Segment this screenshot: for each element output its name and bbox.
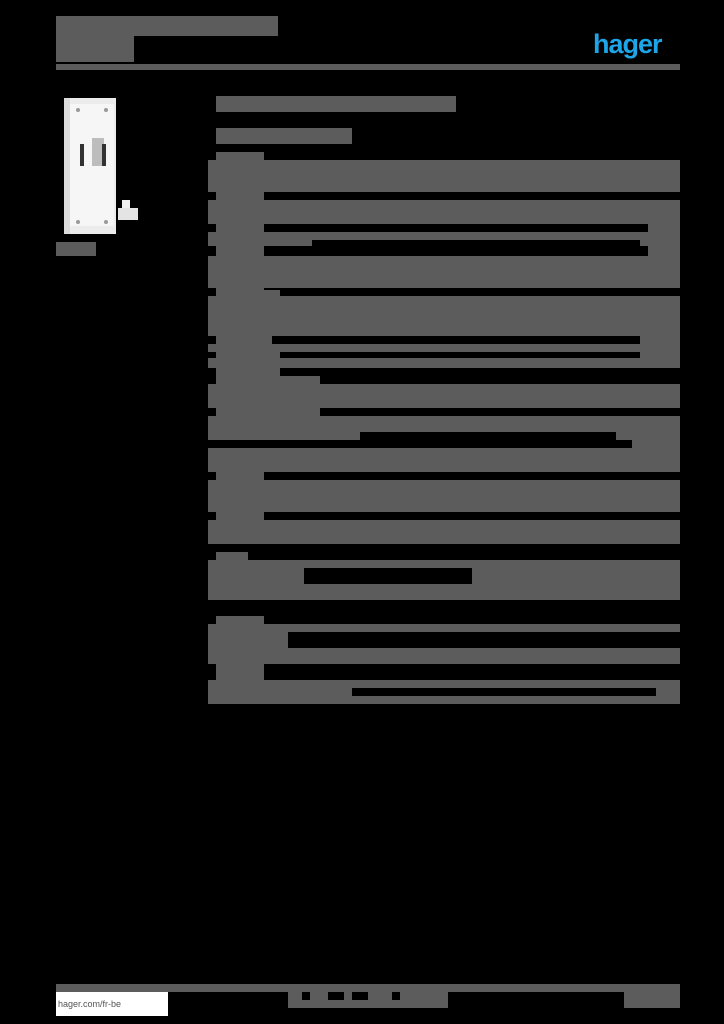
- table-row: [208, 200, 680, 224]
- table-row: [208, 632, 288, 648]
- table-row: [208, 344, 680, 352]
- section-label-redacted: [216, 466, 264, 524]
- table-row: [208, 296, 680, 336]
- table-row: [208, 448, 680, 472]
- footer-rule: [56, 984, 680, 992]
- section-label-redacted: [216, 552, 248, 562]
- hager-logo[interactable]: hager: [593, 29, 663, 59]
- page-number-redacted: [624, 984, 680, 1008]
- table-row: [648, 216, 680, 256]
- table-row: [640, 336, 680, 368]
- table-row: [632, 440, 680, 450]
- product-photo: [56, 96, 144, 236]
- subtitle-redacted: [56, 36, 134, 62]
- table-row: [208, 256, 680, 288]
- main-heading-redacted: [216, 96, 456, 112]
- wall-bracket-image: [56, 96, 144, 236]
- table-row: [208, 160, 680, 192]
- table-row: [208, 520, 680, 544]
- footer-info-redacted: [424, 1000, 440, 1008]
- website-link[interactable]: hager.com/fr-be: [56, 992, 168, 1016]
- table-row: [208, 480, 680, 512]
- photo-caption-redacted: [56, 242, 96, 256]
- table-row: [208, 648, 680, 664]
- table-row: [208, 358, 680, 368]
- header-rule: [56, 64, 680, 70]
- table-row: [208, 624, 680, 632]
- title-redacted: [56, 16, 278, 36]
- main-subheading-redacted: [216, 128, 352, 144]
- section-label-redacted: [216, 376, 320, 436]
